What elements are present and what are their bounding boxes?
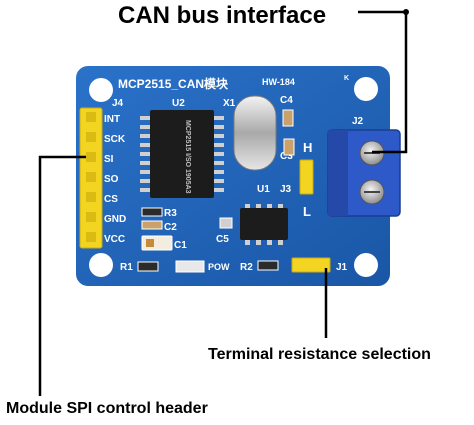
crystal-x1	[233, 95, 277, 171]
label-c2: C2	[164, 222, 177, 233]
pin-label-sck: SCK	[104, 134, 126, 145]
capacitor-c4	[282, 109, 294, 127]
label-u2: U2	[172, 98, 185, 109]
corner-mark: K	[344, 75, 349, 82]
mounting-hole	[89, 253, 113, 277]
mounting-hole	[354, 253, 378, 277]
label-j4: J4	[112, 98, 124, 109]
label-c1: C1	[174, 240, 187, 251]
board-model: HW-184	[262, 77, 295, 87]
chip-u1-pins	[245, 204, 283, 245]
jumper-j1[interactable]	[291, 257, 331, 273]
can-bus-interface-label: CAN bus interface	[118, 2, 327, 29]
label-c3: C3	[280, 151, 293, 162]
callout-line-can	[358, 10, 408, 154]
chip-u2-marking: MCP2515 I/SO 1905A3	[184, 120, 191, 194]
led-pow	[175, 260, 205, 273]
resistor-r3	[141, 207, 163, 217]
spi-header-label: Module SPI control header	[6, 400, 208, 417]
capacitor-c5	[219, 217, 233, 229]
callout-dot-can	[403, 9, 409, 15]
board-title: MCP2515_CAN模块	[118, 76, 229, 91]
label-c5: C5	[216, 234, 229, 245]
label-x1: X1	[223, 98, 236, 109]
pin-label-so: SO	[104, 174, 119, 185]
label-j3: J3	[280, 184, 292, 195]
header-pins	[86, 112, 96, 242]
resistor-r2	[257, 260, 279, 271]
header-j3[interactable]	[299, 159, 314, 195]
label-r1: R1	[120, 262, 133, 273]
pin-label-int: INT	[104, 114, 120, 125]
label-h: H	[303, 140, 312, 155]
chip-u2	[150, 110, 214, 198]
label-r3: R3	[164, 208, 177, 219]
resistor-r1	[137, 261, 159, 272]
chip-u1	[240, 208, 288, 240]
mounting-hole	[354, 77, 378, 101]
label-j1: J1	[336, 262, 348, 273]
label-j2: J2	[352, 116, 364, 127]
mounting-hole	[89, 78, 113, 102]
pin-label-vcc: VCC	[104, 234, 125, 245]
label-l: L	[303, 204, 311, 219]
label-r2: R2	[240, 262, 253, 273]
pin-label-cs: CS	[104, 194, 118, 205]
pin-label-gnd: GND	[104, 214, 126, 225]
terminal-resistance-label: Terminal resistance selection	[208, 346, 431, 363]
pin-label-si: SI	[104, 154, 114, 165]
label-u1: U1	[257, 184, 270, 195]
label-pow: POW	[208, 262, 230, 272]
chip-u2-pins	[140, 116, 224, 192]
callout-line-spi	[38, 155, 86, 396]
capacitor-c3	[283, 138, 295, 156]
capacitor-c2	[141, 220, 163, 230]
label-c4: C4	[280, 95, 293, 106]
terminal-block-side	[328, 130, 348, 216]
